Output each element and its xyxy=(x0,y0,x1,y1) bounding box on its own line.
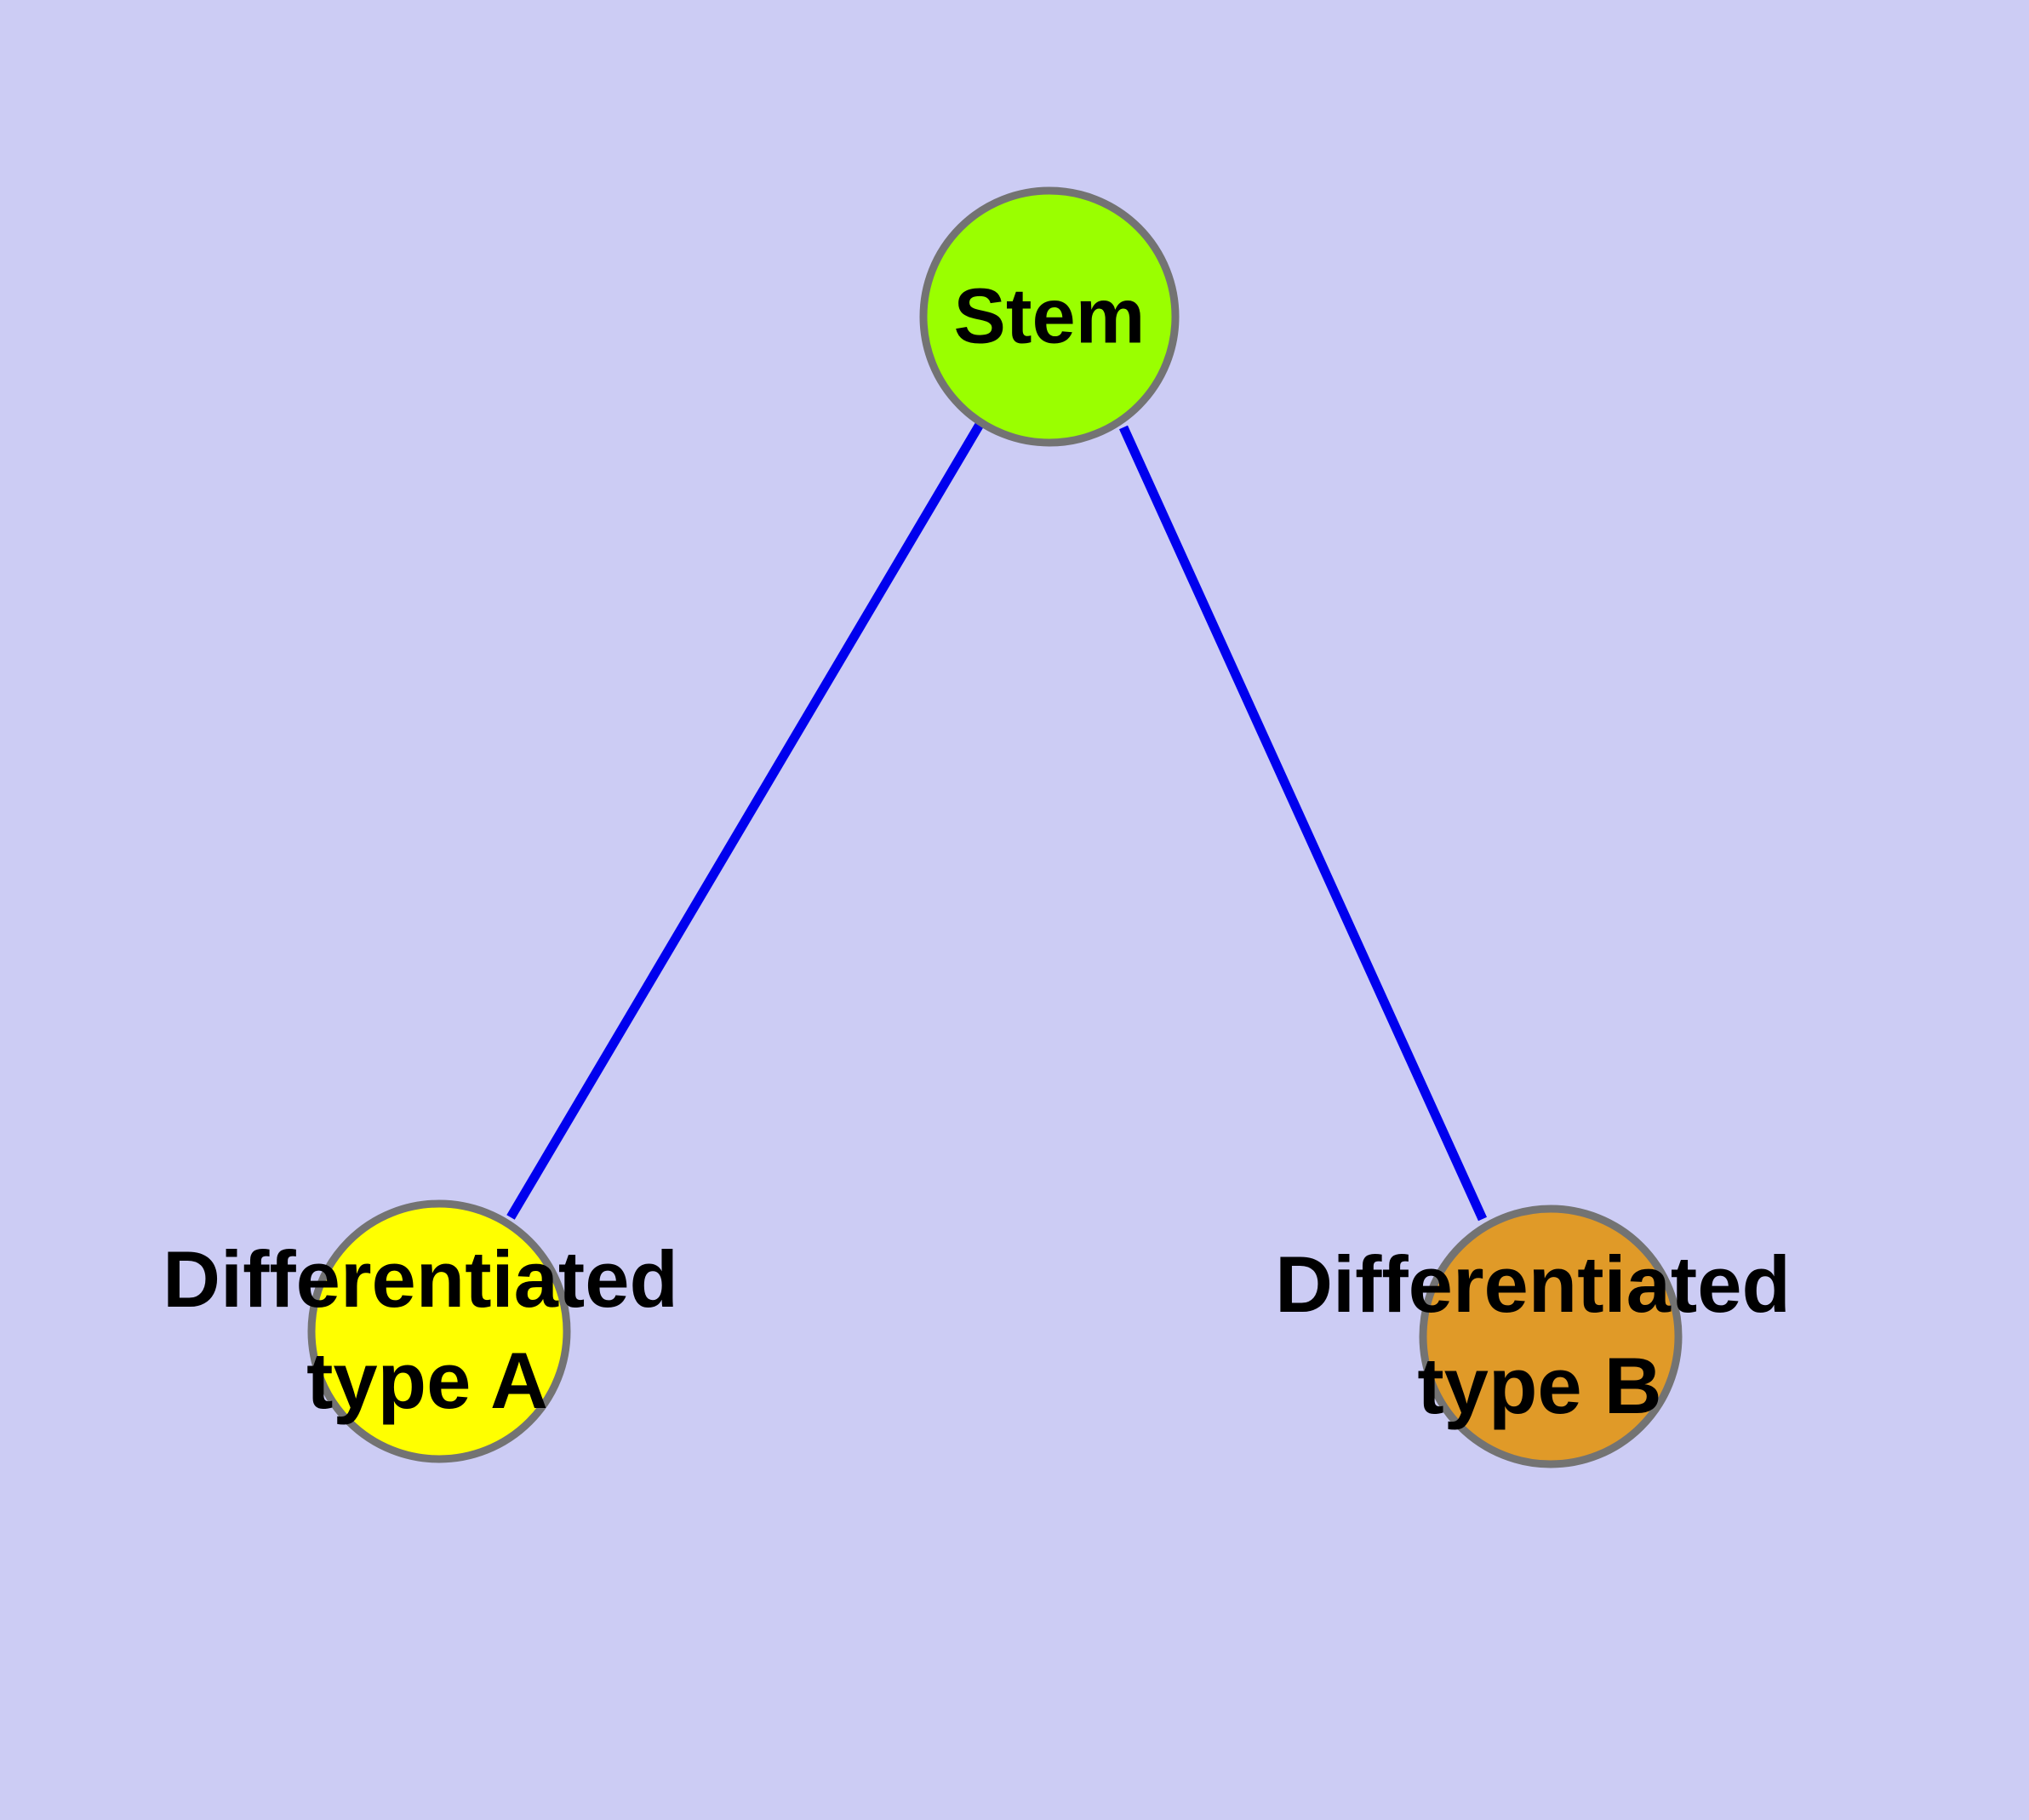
node-differentiated-type-a-label-line2: type A xyxy=(306,1336,548,1425)
edge-stem-to-differentiated-type-a[interactable] xyxy=(506,421,985,1220)
edge-layer xyxy=(506,421,1488,1222)
edge-stem-to-differentiated-type-b[interactable] xyxy=(1118,425,1488,1222)
node-stem-circle[interactable] xyxy=(919,186,1180,447)
node-layer: Stem Differentiated type A Differentiate… xyxy=(163,186,1791,1468)
node-stem[interactable]: Stem xyxy=(919,186,1180,447)
node-differentiated-type-b-label-line2: type B xyxy=(1417,1341,1661,1430)
node-differentiated-type-b-label-line1: Differentiated xyxy=(1275,1239,1791,1329)
node-differentiated-type-a-label-line1: Differentiated xyxy=(163,1234,678,1324)
node-differentiated-type-b[interactable]: Differentiated type B xyxy=(1275,1205,1791,1468)
node-differentiated-type-a-circle[interactable] xyxy=(307,1199,571,1463)
node-stem-label: Stem xyxy=(954,272,1146,359)
node-differentiated-type-b-circle[interactable] xyxy=(1419,1205,1683,1468)
node-differentiated-type-a[interactable]: Differentiated type A xyxy=(163,1199,678,1463)
